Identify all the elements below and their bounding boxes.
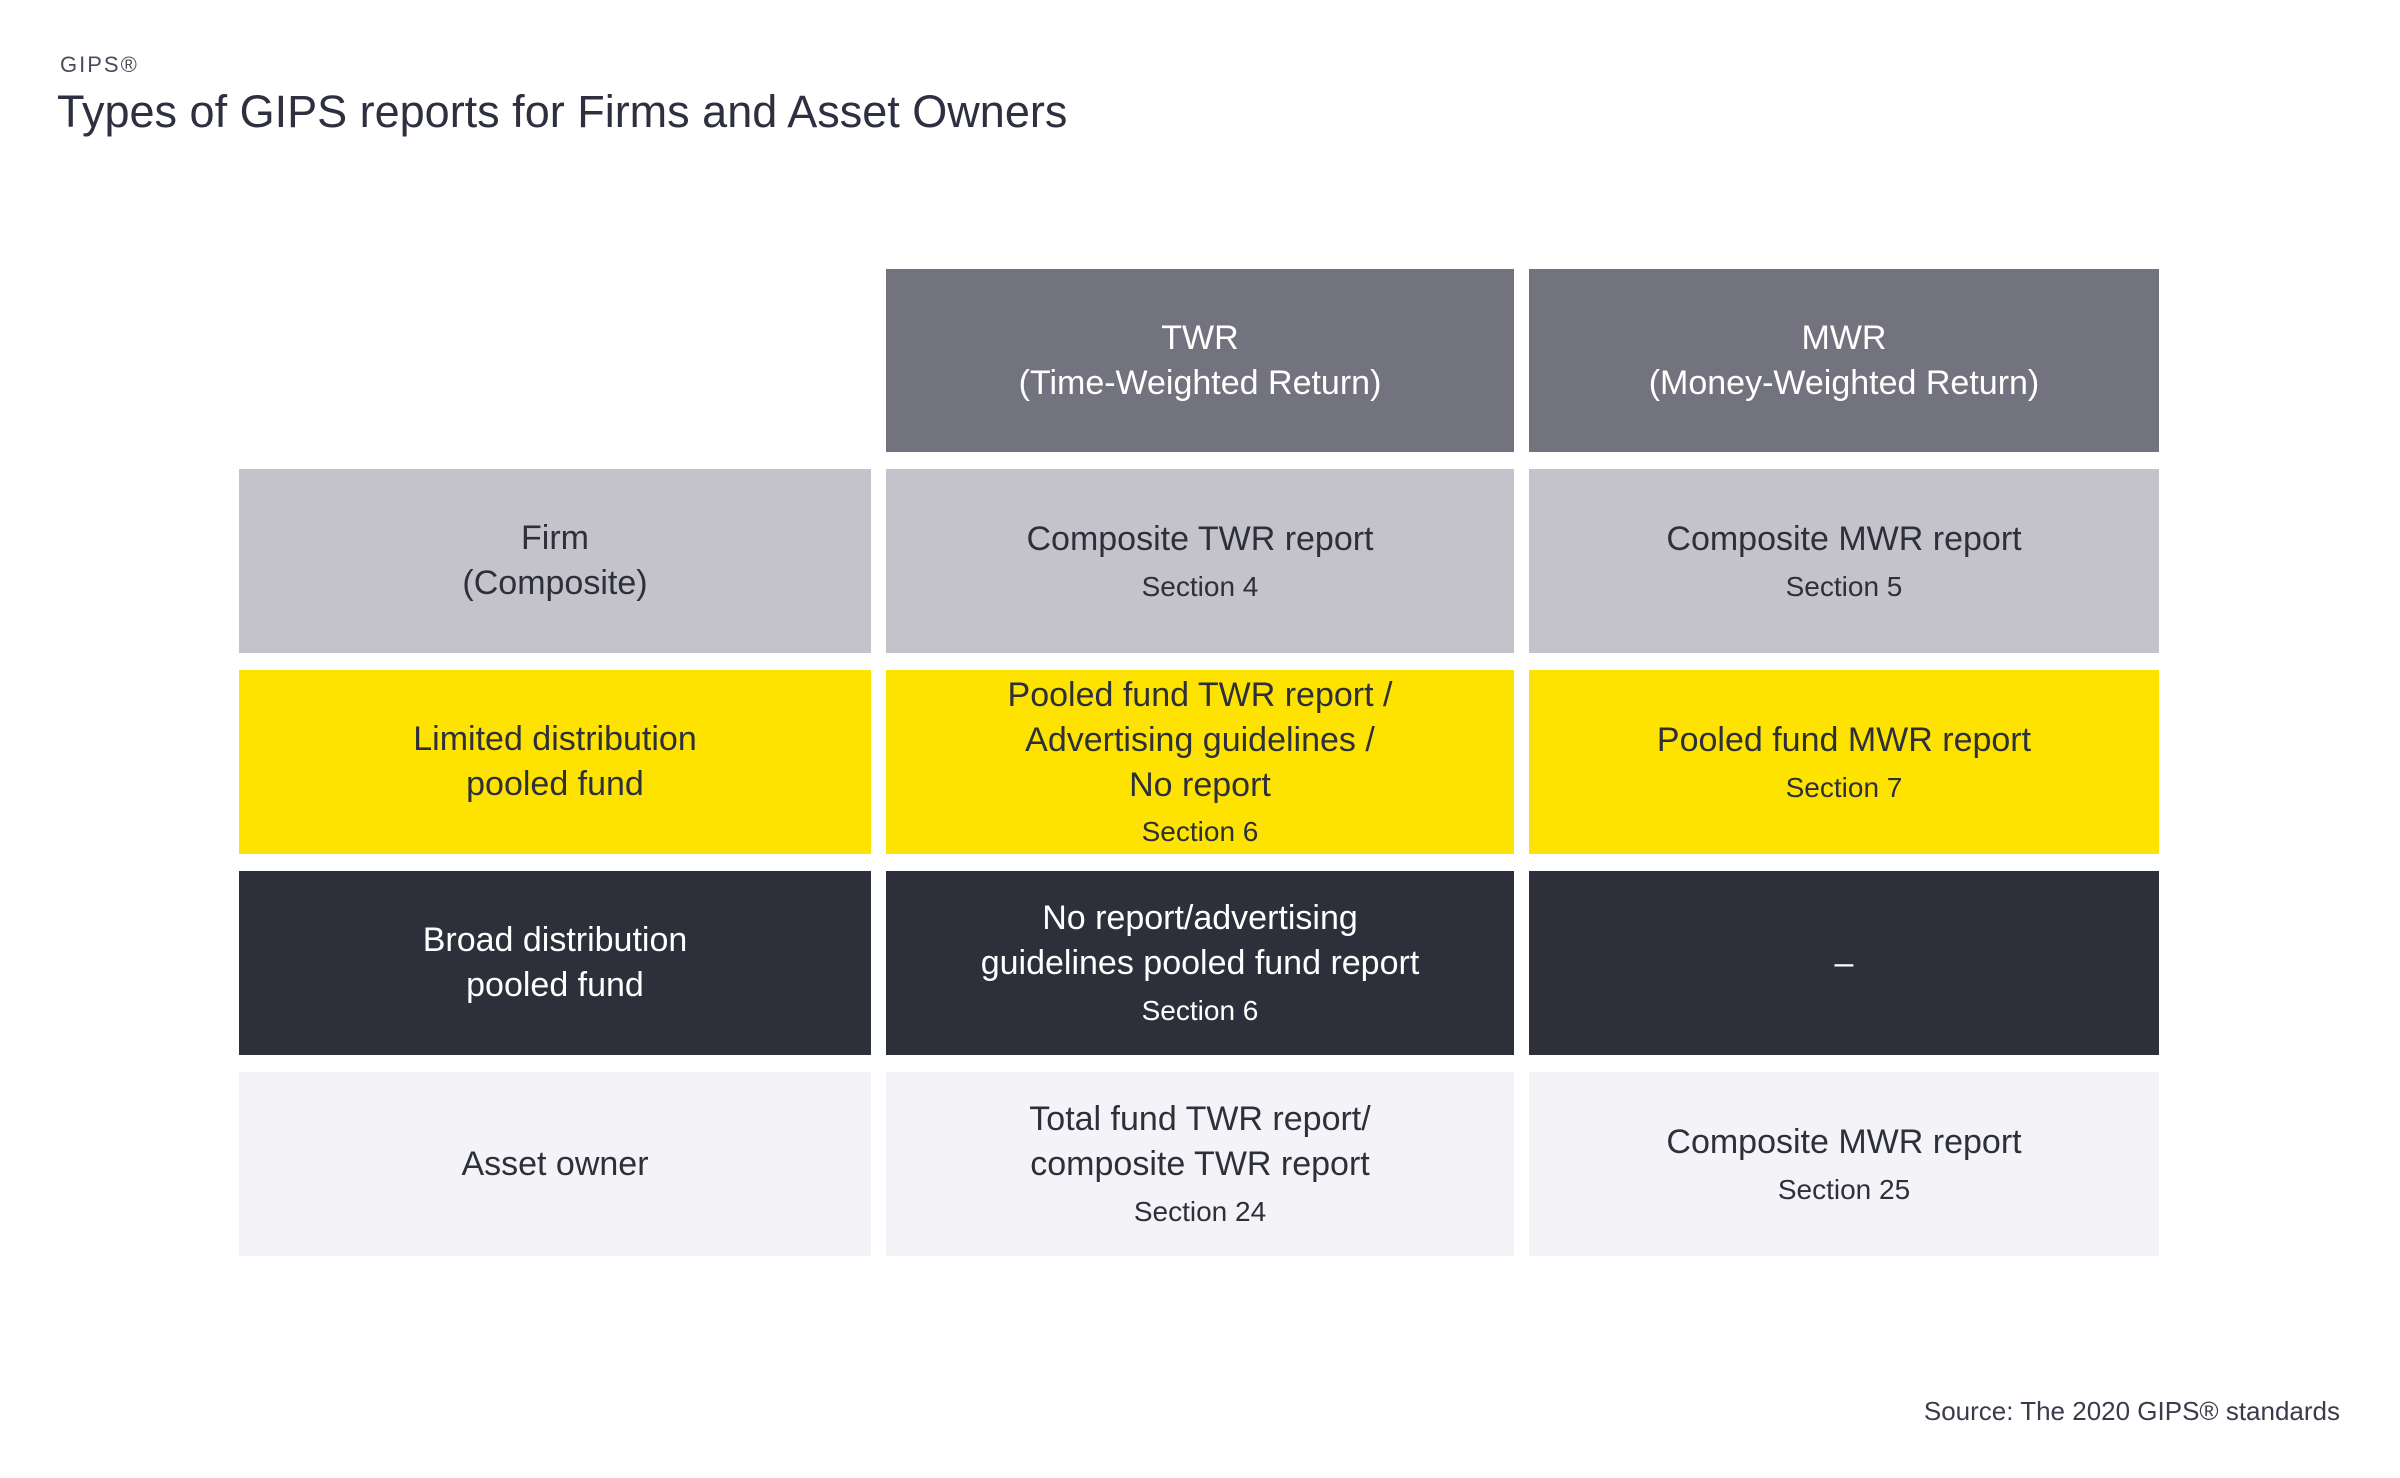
cell-section-text: Section 4 (1141, 570, 1259, 602)
cell-section-text: Section 6 (1141, 816, 1259, 848)
cell-firm-mwr: Composite MWR report Section 5 (1529, 469, 2159, 653)
row-label-text: Firm (Composite) (462, 519, 648, 602)
row-label-limited-distribution: Limited distribution pooled fund (239, 670, 871, 854)
gips-brand-label: GIPS® (60, 52, 139, 77)
cell-asset-owner-mwr: Composite MWR report Section 25 (1529, 1072, 2159, 1256)
cell-section-text: Section 6 (1141, 994, 1259, 1026)
row-label-asset-owner: Asset owner (239, 1072, 871, 1256)
cell-main-text: Composite MWR report (1666, 1122, 2022, 1161)
matrix-corner-spacer (239, 269, 871, 452)
column-header-mwr: MWR (Money-Weighted Return) (1529, 269, 2159, 452)
cell-main-text: Pooled fund TWR report / Advertising gui… (1007, 675, 1393, 804)
cell-section-text: Section 24 (1133, 1195, 1267, 1227)
cell-broad-mwr: – (1529, 871, 2159, 1055)
cell-main-text: No report/advertising guidelines pooled … (980, 899, 1420, 983)
row-label-text: Limited distribution pooled fund (413, 720, 697, 803)
gips-report-matrix: TWR (Time-Weighted Return) MWR (Money-We… (239, 269, 2159, 1256)
row-label-firm-composite: Firm (Composite) (239, 469, 871, 653)
row-label-text: Broad distribution pooled fund (422, 921, 688, 1004)
row-label-text: Asset owner (461, 1144, 649, 1183)
cell-asset-owner-twr: Total fund TWR report/ composite TWR rep… (886, 1072, 1514, 1256)
cell-broad-twr: No report/advertising guidelines pooled … (886, 871, 1514, 1055)
row-label-broad-distribution: Broad distribution pooled fund (239, 871, 871, 1055)
cell-limited-mwr: Pooled fund MWR report Section 7 (1529, 670, 2159, 854)
cell-section-text: Section 7 (1785, 771, 1903, 803)
column-header-mwr-label: MWR (Money-Weighted Return) (1648, 318, 2040, 402)
cell-firm-twr: Composite TWR report Section 4 (886, 469, 1514, 653)
cell-main-text: Total fund TWR report/ composite TWR rep… (1029, 1100, 1371, 1184)
column-header-twr: TWR (Time-Weighted Return) (886, 269, 1514, 452)
cell-main-text: Composite MWR report (1666, 519, 2022, 558)
cell-limited-twr: Pooled fund TWR report / Advertising gui… (886, 670, 1514, 854)
page-title: Types of GIPS reports for Firms and Asse… (57, 86, 1068, 137)
source-attribution: Source: The 2020 GIPS® standards (1923, 1396, 2340, 1426)
cell-main-text: Pooled fund MWR report (1656, 720, 2032, 759)
column-header-twr-label: TWR (Time-Weighted Return) (1018, 318, 1382, 402)
cell-main-text: Composite TWR report (1026, 519, 1374, 558)
cell-section-text: Section 5 (1785, 570, 1903, 602)
cell-section-text: Section 25 (1777, 1173, 1911, 1205)
cell-dash-text: – (1834, 943, 1854, 982)
